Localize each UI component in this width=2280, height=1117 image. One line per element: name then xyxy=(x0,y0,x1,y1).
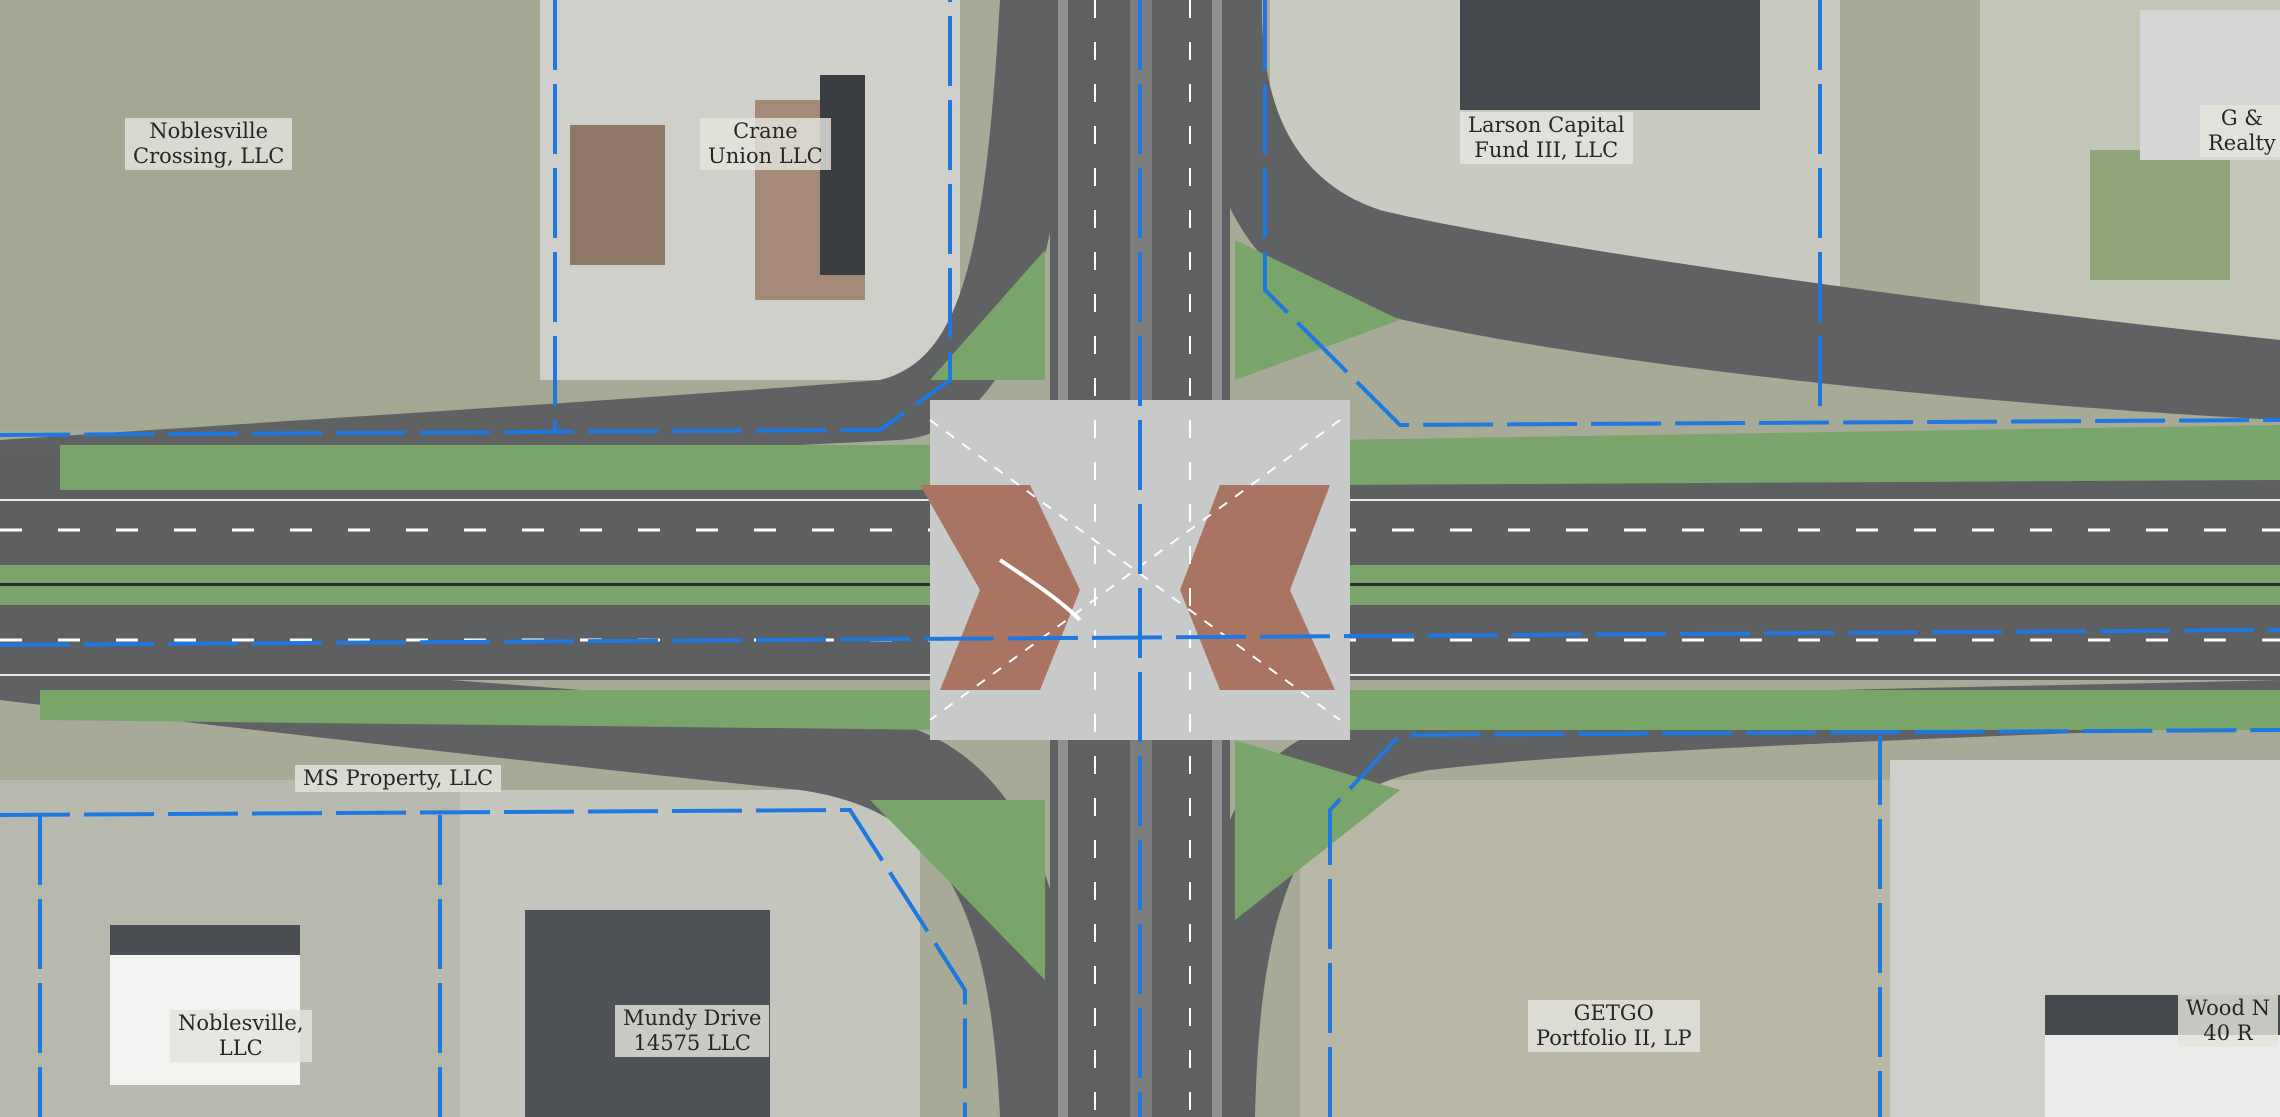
parcel-label-ms-property: MS Property, LLC xyxy=(295,765,502,792)
parcel-label-noblesville-llc: Noblesville,LLC xyxy=(170,1010,312,1062)
parcel-label-g-realty: G &Realty xyxy=(2200,105,2280,157)
grass-islands xyxy=(870,240,1400,980)
